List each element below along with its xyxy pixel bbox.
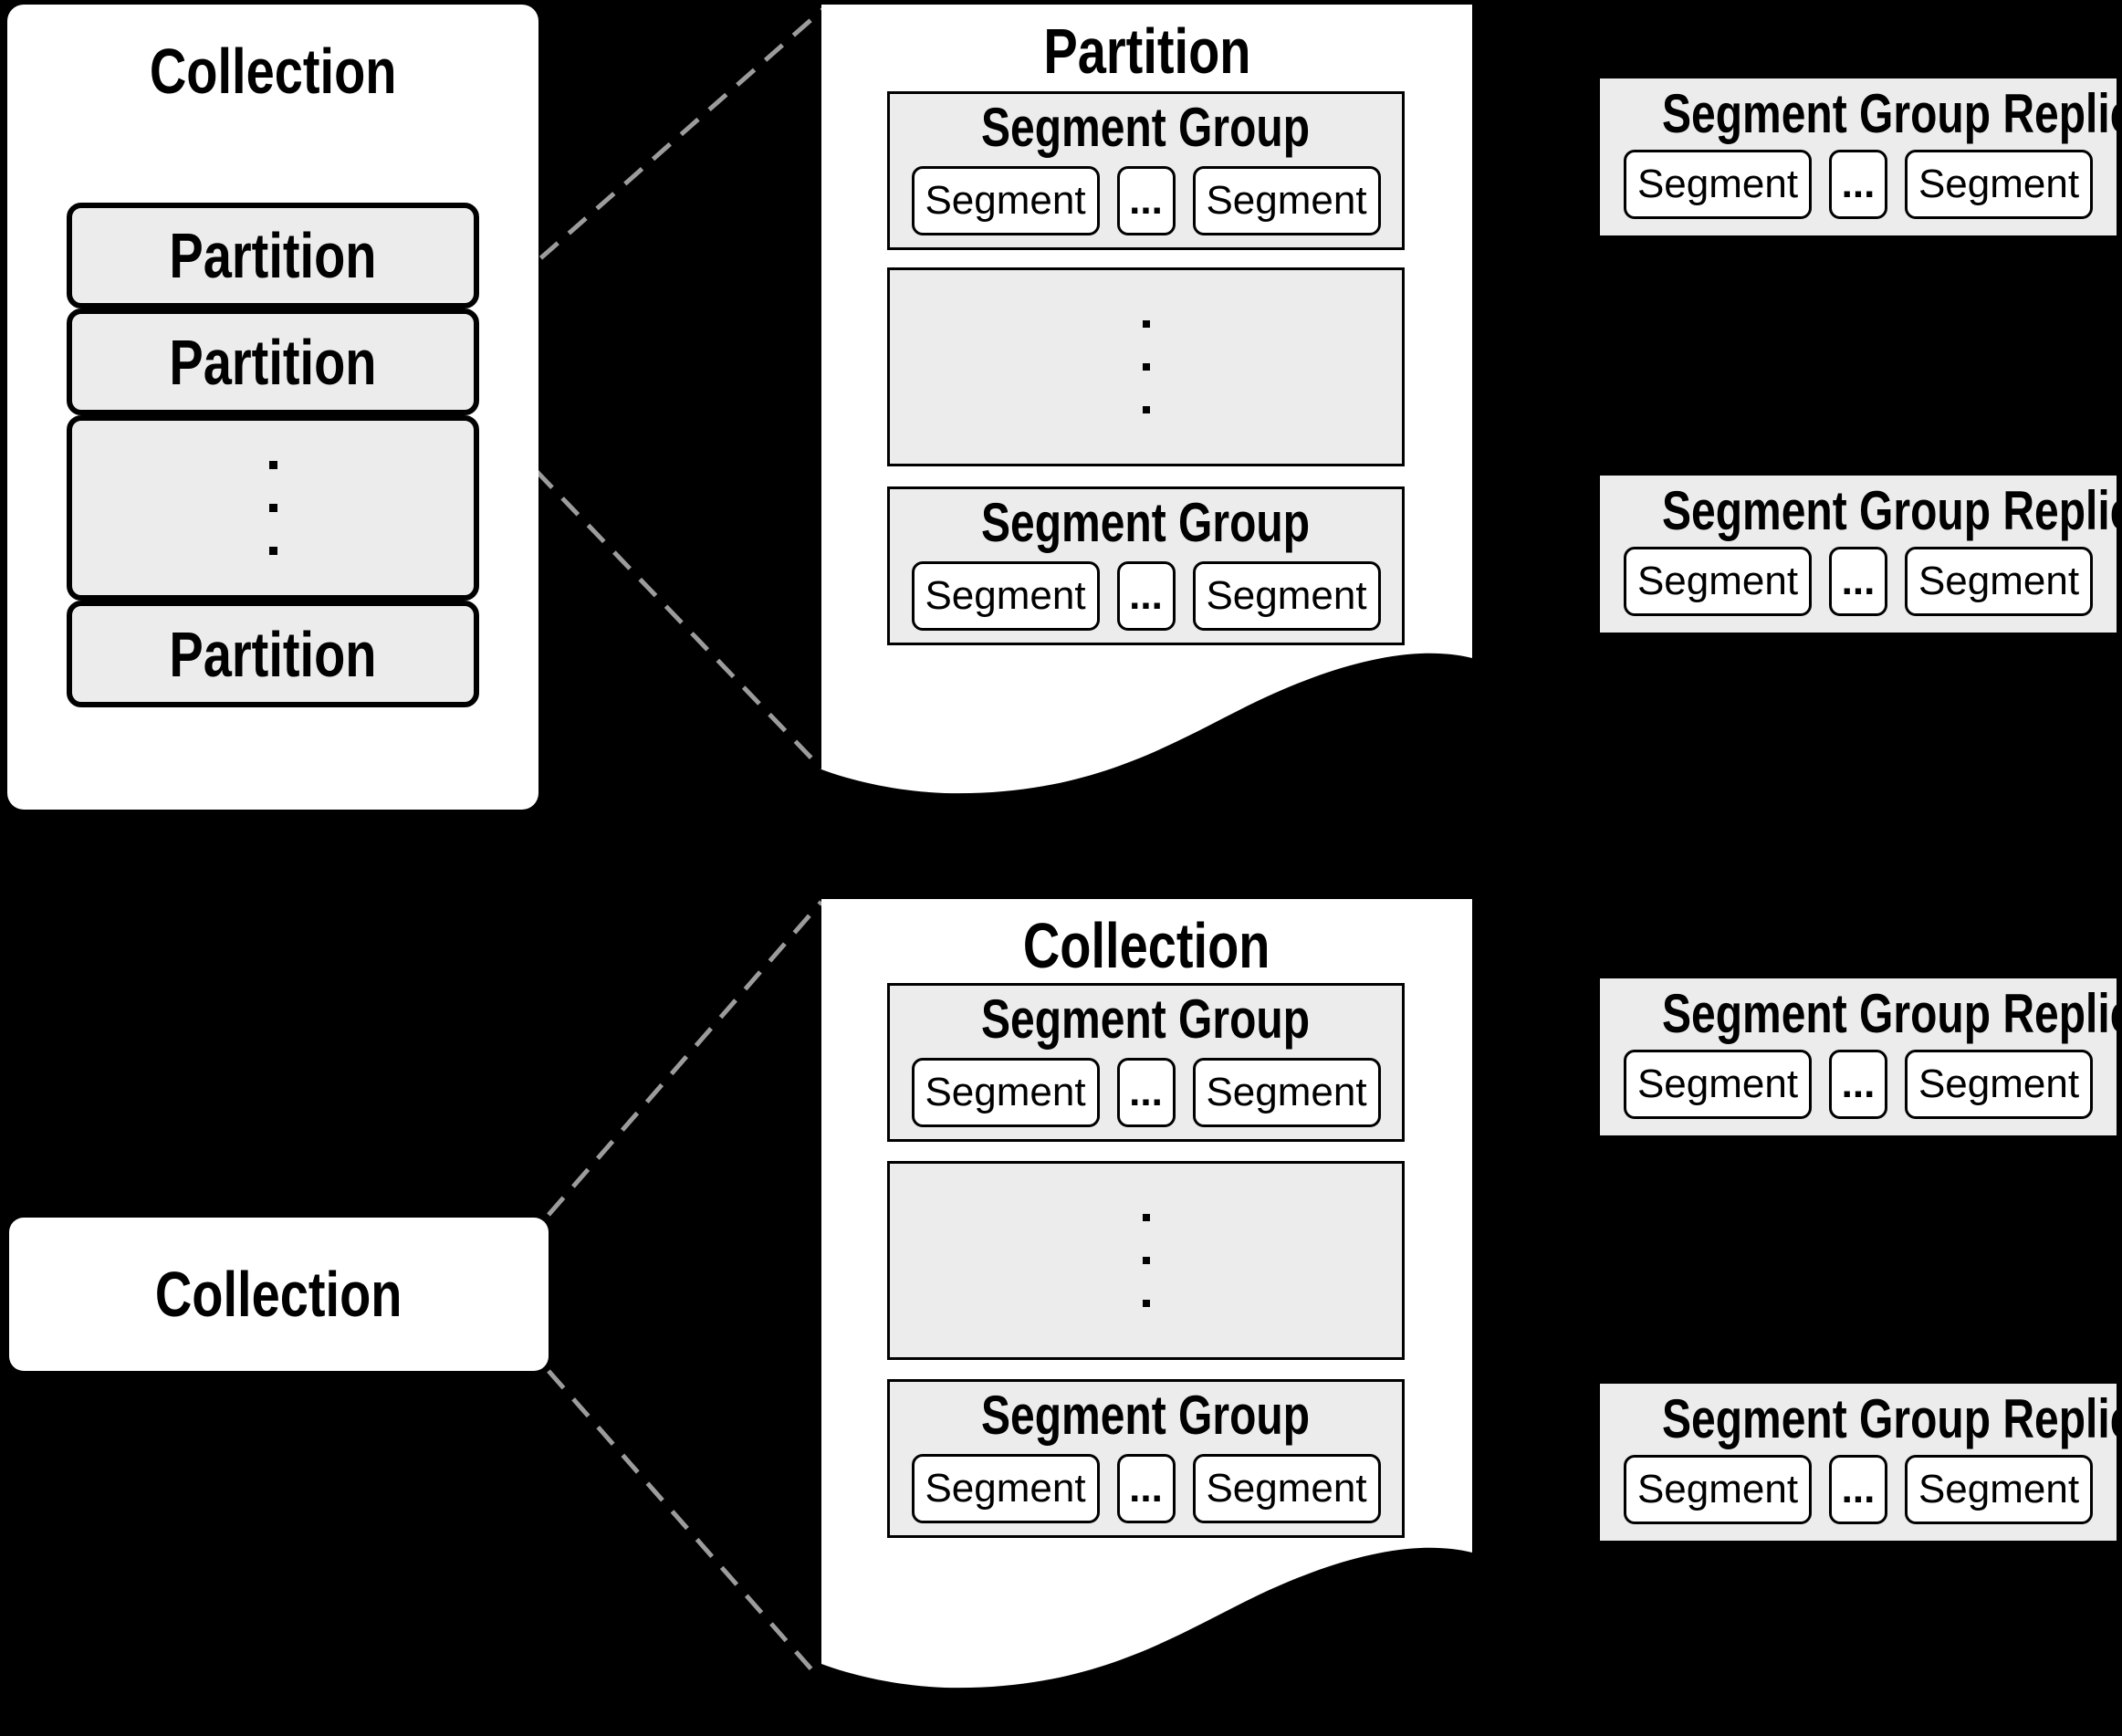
partition-ellipsis-box — [67, 415, 479, 601]
segment-group-box: Segment Group Segment ... Segment — [887, 91, 1405, 250]
segment-box: Segment — [911, 1058, 1100, 1127]
ellipsis-box: ... — [1116, 1454, 1176, 1523]
partition-label: Partition — [169, 220, 377, 291]
segment-group-replica-box: Segment Group Replica Segment ... Segmen… — [1600, 78, 2122, 235]
segment-row: Segment ... Segment — [890, 1058, 1402, 1127]
segment-group-title: Segment Group — [981, 988, 1311, 1050]
segment-row: Segment ... Segment — [890, 1454, 1402, 1523]
segment-box: Segment — [1905, 1050, 2093, 1119]
segment-group-replica-box: Segment Group Replica Segment ... Segmen… — [1600, 1384, 2122, 1541]
segment-group-title: Segment Group — [981, 492, 1311, 553]
ellipsis-box: ... — [1829, 1455, 1887, 1524]
segment-row: Segment ... Segment — [1600, 1050, 2117, 1119]
collection-label-box: Collection — [9, 1218, 549, 1371]
partition-label: Partition — [169, 618, 377, 690]
collection-detail-page: Collection Segment Group Segment ... Seg… — [821, 899, 1472, 1702]
segment-group-title: Segment Group — [981, 97, 1311, 158]
collection-panel: Collection Partition Partition Partition — [7, 5, 538, 810]
ellipsis-box: ... — [1116, 1058, 1176, 1127]
segment-group-replica-box: Segment Group Replica Segment ... Segmen… — [1600, 476, 2122, 633]
segment-box: Segment — [1192, 166, 1381, 235]
segment-box: Segment — [1905, 547, 2093, 616]
segment-box: Segment — [1192, 1454, 1381, 1523]
segment-box: Segment — [1905, 150, 2093, 219]
replica-title: Segment Group Replica — [1662, 1388, 2122, 1449]
segment-box: Segment — [1192, 561, 1381, 631]
collection-label: Collection — [155, 1259, 402, 1330]
dashed-connector — [483, 7, 825, 309]
segment-box: Segment — [1624, 547, 1812, 616]
dashed-connector — [483, 415, 823, 770]
ellipsis-box: ... — [1829, 150, 1887, 219]
segment-box: Segment — [911, 1454, 1100, 1523]
vertical-ellipsis-icon — [72, 421, 474, 595]
dashed-connector — [547, 1369, 821, 1679]
segment-group-ellipsis-box — [887, 1161, 1405, 1360]
segment-row: Segment ... Segment — [890, 561, 1402, 631]
segment-box: Segment — [911, 561, 1100, 631]
replica-title: Segment Group Replica — [1662, 480, 2122, 541]
segment-box: Segment — [911, 166, 1100, 235]
segment-box: Segment — [1192, 1058, 1381, 1127]
replica-title: Segment Group Replica — [1662, 83, 2122, 144]
dashed-connector — [547, 900, 823, 1217]
segment-box: Segment — [1624, 1050, 1812, 1119]
segment-group-box: Segment Group Segment ... Segment — [887, 983, 1405, 1142]
segment-group-title: Segment Group — [981, 1385, 1311, 1446]
ellipsis-box: ... — [1829, 1050, 1887, 1119]
ellipsis-box: ... — [1116, 166, 1176, 235]
segment-row: Segment ... Segment — [890, 166, 1402, 235]
page-title: Partition — [1042, 16, 1251, 87]
segment-row: Segment ... Segment — [1600, 547, 2117, 616]
replica-title: Segment Group Replica — [1662, 983, 2122, 1044]
segment-group-box: Segment Group Segment ... Segment — [887, 486, 1405, 645]
partition-detail-page: Partition Segment Group Segment ... Segm… — [821, 5, 1472, 808]
segment-group-ellipsis-box — [887, 267, 1405, 466]
collection-panel-title: Collection — [149, 36, 397, 107]
segment-box: Segment — [1624, 150, 1812, 219]
page-title: Collection — [1023, 910, 1270, 981]
vertical-ellipsis-icon — [890, 1164, 1402, 1357]
partition-box: Partition — [67, 309, 479, 415]
vertical-ellipsis-icon — [890, 270, 1402, 464]
segment-row: Segment ... Segment — [1600, 150, 2117, 219]
segment-group-replica-box: Segment Group Replica Segment ... Segmen… — [1600, 978, 2122, 1135]
partition-box: Partition — [67, 203, 479, 309]
partition-label: Partition — [169, 326, 377, 398]
ellipsis-box: ... — [1829, 547, 1887, 616]
segment-box: Segment — [1905, 1455, 2093, 1524]
segment-box: Segment — [1624, 1455, 1812, 1524]
ellipsis-box: ... — [1116, 561, 1176, 631]
segment-row: Segment ... Segment — [1600, 1455, 2117, 1524]
partition-box: Partition — [67, 601, 479, 707]
segment-group-box: Segment Group Segment ... Segment — [887, 1379, 1405, 1538]
